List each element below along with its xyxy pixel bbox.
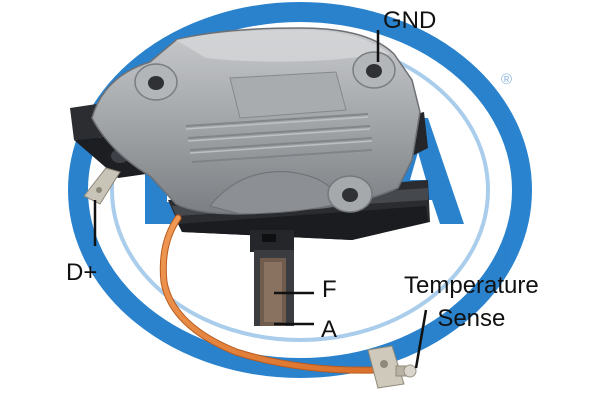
temperature-label-line2: Sense: [437, 305, 506, 332]
mounting-hole: [352, 51, 396, 89]
mounting-hole: [327, 175, 373, 213]
mounting-hole: [134, 63, 178, 101]
gnd-label: GND: [383, 7, 437, 34]
regulator-housing: [91, 27, 421, 215]
registered-mark: ®: [501, 71, 512, 88]
temperature-label-line1: Temperature: [404, 272, 539, 299]
d-plus-label: D+: [66, 259, 98, 286]
temperature-terminal: [367, 345, 417, 389]
f-label: F: [322, 276, 337, 303]
a-label: A: [321, 316, 338, 343]
leader-lines: [93, 30, 428, 369]
brush-holder: [250, 230, 294, 326]
d-plus-terminal: [83, 167, 121, 205]
temperature-leader-line: [414, 309, 428, 369]
temperature-sense-label: Temperature Sense: [404, 274, 539, 331]
temperature-wire: [159, 214, 380, 374]
